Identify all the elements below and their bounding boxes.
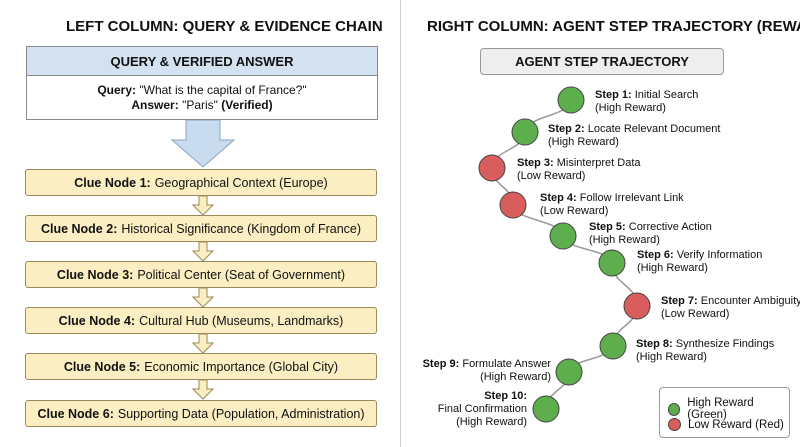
step-label-10: Step 10:Final Confirmation(High Reward): [438, 390, 527, 429]
step-label-7: Step 7: Encounter Ambiguity(Low Reward): [661, 295, 800, 321]
step-text: Synthesize Findings: [675, 338, 775, 350]
step-reward: (Low Reward): [661, 308, 730, 320]
legend-high-label: High Reward (Green): [687, 397, 754, 421]
step-reward: (High Reward): [456, 416, 527, 428]
clue-node-text: Historical Significance (Kingdom of Fran…: [121, 221, 362, 236]
legend: High Reward (Green) Low Reward (Red): [659, 387, 790, 438]
step-label-1: Step 1: Initial Search(High Reward): [595, 89, 698, 115]
step-reward: (High Reward): [589, 234, 660, 246]
clue-node-text: Geographical Context (Europe): [154, 175, 328, 190]
clue-node-text: Supporting Data (Population, Administrat…: [117, 406, 365, 421]
answer-label: Answer:: [131, 98, 179, 112]
trajectory-header: AGENT STEP TRAJECTORY: [480, 48, 724, 75]
query-answer-box: QUERY & VERIFIED ANSWER Query: "What is …: [26, 46, 378, 120]
step-label-4: Step 4: Follow Irrelevant Link(Low Rewar…: [540, 192, 684, 218]
legend-high-dot: [668, 402, 681, 416]
step-number: Step 4:: [540, 192, 577, 204]
query-box-header: QUERY & VERIFIED ANSWER: [27, 47, 377, 76]
step-text: Follow Irrelevant Link: [579, 192, 684, 204]
clue-node-text: Cultural Hub (Museums, Landmarks): [139, 313, 344, 328]
query-text: "What is the capital of France?": [139, 83, 307, 97]
answer-text: "Paris": [182, 98, 218, 112]
step-reward: (High Reward): [480, 371, 551, 383]
step-label-5: Step 5: Corrective Action(High Reward): [589, 221, 712, 247]
clue-node-label: Clue Node 3:: [56, 267, 134, 282]
step-node-4: [499, 191, 527, 219]
down-arrow-icon: [192, 242, 214, 262]
step-node-8: [599, 332, 627, 360]
step-node-6: [598, 249, 626, 277]
step-number: Step 6:: [637, 249, 674, 261]
clue-node-text: Economic Importance (Global City): [144, 359, 339, 374]
trajectory-line: [491, 99, 638, 410]
step-reward: (Low Reward): [540, 205, 609, 217]
step-number: Step 3:: [517, 157, 554, 169]
clue-node-1: Clue Node 1:Geographical Context (Europe…: [25, 169, 377, 196]
step-number: Step 1:: [595, 89, 632, 101]
step-node-9: [555, 358, 583, 386]
legend-low-row: Low Reward (Red): [668, 418, 784, 431]
clue-node-label: Clue Node 2:: [40, 221, 118, 236]
legend-low-label: Low Reward (Red): [688, 418, 784, 431]
step-node-1: [557, 86, 585, 114]
legend-low-dot: [668, 418, 681, 431]
step-label-6: Step 6: Verify Information(High Reward): [637, 249, 762, 275]
step-number: Step 10:: [484, 390, 527, 402]
step-reward: (High Reward): [595, 102, 666, 114]
step-label-8: Step 8: Synthesize Findings(High Reward): [636, 338, 774, 364]
step-text: Final Confirmation: [437, 403, 527, 415]
step-text: Verify Information: [676, 249, 763, 261]
step-text: Initial Search: [634, 89, 699, 101]
step-reward: (High Reward): [636, 351, 707, 363]
down-arrow-icon: [192, 196, 214, 216]
step-number: Step 7:: [661, 295, 698, 307]
step-number: Step 2:: [548, 123, 585, 135]
query-label: Query:: [97, 83, 137, 97]
down-arrow-icon: [192, 288, 214, 308]
down-arrow-icon: [192, 334, 214, 354]
answer-line: Answer: "Paris" (Verified): [27, 98, 377, 113]
step-node-5: [549, 222, 577, 250]
step-label-9: Step 9: Formulate Answer(High Reward): [423, 358, 551, 384]
step-number: Step 8:: [636, 338, 673, 350]
clue-node-2: Clue Node 2:Historical Significance (Kin…: [25, 215, 377, 242]
step-node-7: [623, 292, 651, 320]
answer-status: (Verified): [221, 98, 273, 112]
column-divider: [400, 0, 401, 447]
clue-node-label: Clue Node 5:: [63, 359, 141, 374]
right-column-title: RIGHT COLUMN: AGENT STEP TRAJECTORY (REW…: [427, 18, 800, 35]
step-node-3: [478, 154, 506, 182]
step-text: Locate Relevant Document: [587, 123, 721, 135]
step-node-2: [511, 118, 539, 146]
left-column-title: LEFT COLUMN: QUERY & EVIDENCE CHAIN: [66, 18, 383, 35]
clue-node-label: Clue Node 6:: [37, 406, 114, 421]
step-text: Formulate Answer: [462, 358, 551, 370]
step-number: Step 5:: [589, 221, 626, 233]
big-down-arrow-icon: [170, 120, 236, 168]
step-reward: (High Reward): [637, 262, 708, 274]
step-reward: (High Reward): [548, 136, 619, 148]
clue-node-label: Clue Node 1:: [74, 175, 151, 190]
query-line: Query: "What is the capital of France?": [27, 83, 377, 98]
clue-node-label: Clue Node 4:: [58, 313, 136, 328]
clue-node-4: Clue Node 4:Cultural Hub (Museums, Landm…: [25, 307, 377, 334]
step-text: Misinterpret Data: [556, 157, 641, 169]
step-text: Encounter Ambiguity: [700, 295, 800, 307]
clue-node-text: Political Center (Seat of Government): [137, 267, 346, 282]
step-number: Step 9:: [422, 358, 460, 370]
down-arrow-icon: [192, 380, 214, 400]
clue-node-6: Clue Node 6:Supporting Data (Population,…: [25, 400, 377, 427]
step-label-2: Step 2: Locate Relevant Document(High Re…: [548, 123, 720, 149]
step-label-3: Step 3: Misinterpret Data(Low Reward): [517, 157, 641, 183]
legend-high-row: High Reward (Green): [668, 397, 789, 421]
step-node-10: [532, 395, 560, 423]
step-text: Corrective Action: [628, 221, 712, 233]
step-reward: (Low Reward): [517, 170, 586, 182]
